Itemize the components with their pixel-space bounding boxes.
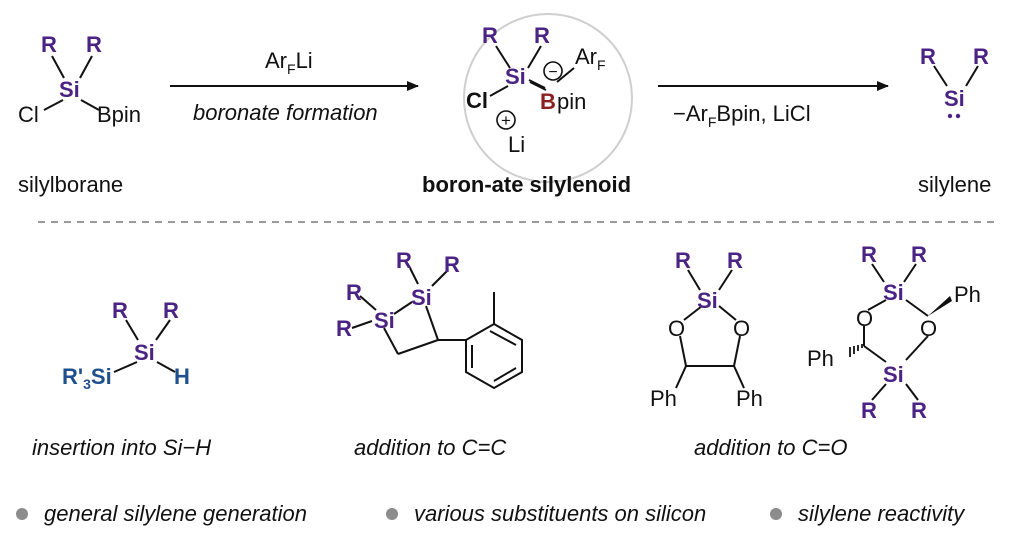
silylenoid-cl: Cl xyxy=(466,88,488,113)
insertion-caption: insertion into Si−H xyxy=(32,435,211,460)
co2-r-bottom-right: R xyxy=(911,398,927,423)
insertion-si: Si xyxy=(134,340,155,365)
silylborane-r-left: R xyxy=(41,32,57,57)
co1-o-left: O xyxy=(668,316,685,341)
bullet-dot xyxy=(386,508,398,520)
cc-r-top-right: R xyxy=(444,252,460,277)
positive-charge-circle xyxy=(496,110,516,130)
silylenoid-pin: pin xyxy=(557,89,586,114)
dioxasilolane-structure: R R Si O O Ph Ph xyxy=(650,248,763,411)
co2-r-top-left: R xyxy=(861,242,877,267)
silylene-r-right: R xyxy=(973,44,989,69)
silylborane-bpin: Bpin xyxy=(97,102,141,127)
insertion-h: H xyxy=(174,364,190,389)
silylborane-cl: Cl xyxy=(18,102,39,127)
bullet-dot xyxy=(770,508,782,520)
cc-r-bottom-left: R xyxy=(336,316,352,341)
silylenoid-si: Si xyxy=(505,64,526,89)
co1-r-left: R xyxy=(675,248,691,273)
silylborane-caption: silylborane xyxy=(18,172,123,197)
silylenoid-r-left: R xyxy=(482,23,498,48)
dioxadisilinane-structure: R R Si Ph O O Ph Si R R xyxy=(807,242,981,423)
silylenoid-arf: ArF xyxy=(575,44,606,73)
wedge-bond xyxy=(928,296,952,316)
co2-si-bottom: Si xyxy=(883,362,904,387)
arrow1-label: boronate formation xyxy=(193,100,378,125)
co1-ph-right: Ph xyxy=(736,386,763,411)
positive-charge-sign: + xyxy=(501,111,511,130)
negative-charge-circle xyxy=(543,61,563,81)
cc-r-mid-left: R xyxy=(346,280,362,305)
silylborane-si: Si xyxy=(59,77,80,102)
co1-o-right: O xyxy=(733,316,750,341)
lone-pair-dot xyxy=(947,113,953,119)
insertion-r3si: R'3Si xyxy=(62,364,112,392)
cc-si-bottom: Si xyxy=(374,308,395,333)
bullet-silylene-reactivity: silylene reactivity xyxy=(798,501,966,526)
silylene-structure: R R Si xyxy=(920,44,989,119)
silylenoid-r-right: R xyxy=(534,23,550,48)
arrow2-label: −ArFBpin, LiCl xyxy=(673,101,811,130)
cc-si-top: Si xyxy=(411,285,432,310)
co1-si: Si xyxy=(697,288,718,313)
co2-o-right: O xyxy=(920,316,937,341)
arrow1-reagent: ArFLi xyxy=(265,48,313,77)
co2-si-top: Si xyxy=(883,280,904,305)
co2-r-bottom-left: R xyxy=(861,398,877,423)
hashed-bond xyxy=(849,344,863,357)
disilacyclobutane-structure: R R Si R R Si xyxy=(336,248,523,390)
co2-ph-top: Ph xyxy=(954,282,981,307)
cc-caption: addition to C=C xyxy=(354,435,506,460)
co-caption: addition to C=O xyxy=(694,435,847,460)
cc-r-top-left: R xyxy=(396,248,412,273)
silylenoid-caption: boron-ate silylenoid xyxy=(422,172,631,197)
silylene-si: Si xyxy=(944,86,965,111)
co2-r-top-right: R xyxy=(911,242,927,267)
silylborane-r-right: R xyxy=(86,32,102,57)
silylene-r-left: R xyxy=(920,44,936,69)
bullet-list: general silylene generation various subs… xyxy=(16,501,966,526)
silylborane-structure: R R Si Cl Bpin xyxy=(18,32,141,127)
silylenoid-li: Li xyxy=(508,132,525,157)
silylenoid-highlight-circle xyxy=(463,13,633,183)
bullet-dot xyxy=(16,508,28,520)
insertion-r-left: R xyxy=(112,298,128,323)
bullet-general-generation: general silylene generation xyxy=(44,501,307,526)
co2-ph-left: Ph xyxy=(807,346,834,371)
silylenoid-structure: R R Si Cl B pin ArF − + Li xyxy=(466,23,606,157)
bullet-various-substituents: various substituents on silicon xyxy=(414,501,706,526)
disilane-product-structure: R R Si H R'3Si xyxy=(62,298,190,392)
lone-pair-dot xyxy=(955,113,961,119)
negative-charge-sign: − xyxy=(548,64,557,81)
silylene-caption: silylene xyxy=(918,172,991,197)
co2-o-left: O xyxy=(856,306,873,331)
silylenoid-boron: B xyxy=(540,89,556,114)
insertion-r-right: R xyxy=(163,298,179,323)
co1-r-right: R xyxy=(727,248,743,273)
co1-ph-left: Ph xyxy=(650,386,677,411)
